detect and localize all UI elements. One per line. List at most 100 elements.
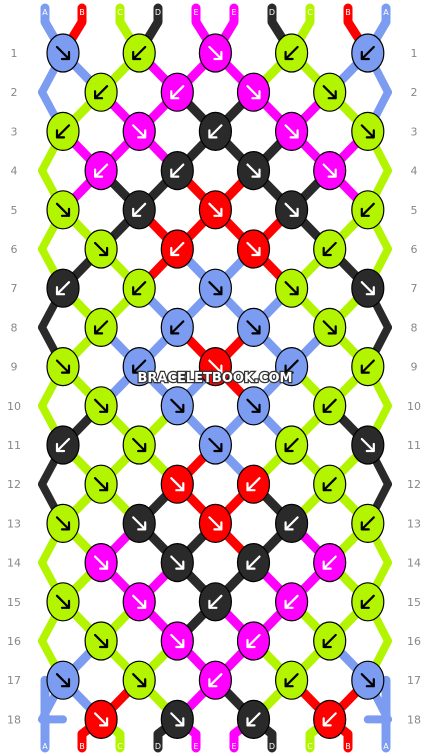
arrow-down-right-icon bbox=[246, 85, 261, 100]
knot bbox=[160, 699, 194, 740]
strand-letter-top: B bbox=[345, 8, 351, 17]
arrow-down-right-icon bbox=[55, 673, 71, 688]
arrow-down-left-icon bbox=[170, 241, 185, 257]
knot bbox=[275, 660, 309, 700]
row-number-right: 8 bbox=[411, 321, 418, 334]
arrow-down-left-icon bbox=[170, 85, 185, 100]
row-number-right: 10 bbox=[407, 400, 421, 413]
arrow-down-left-icon bbox=[132, 281, 147, 296]
arrow-down-right-icon bbox=[132, 124, 147, 139]
row-number-left: 9 bbox=[11, 361, 18, 374]
arrow-down-left-icon bbox=[246, 555, 261, 570]
arrow-down-left-icon bbox=[322, 241, 337, 257]
knot bbox=[160, 307, 194, 347]
arrow-down-right-icon bbox=[322, 320, 337, 335]
arrow-down-left-icon bbox=[322, 477, 337, 492]
arrow-down-left-icon bbox=[284, 673, 299, 688]
knot bbox=[84, 151, 118, 191]
watermark: BRACELETBOOK.COM bbox=[138, 371, 293, 386]
knot bbox=[122, 503, 156, 544]
knot bbox=[160, 72, 194, 112]
knot bbox=[122, 582, 156, 622]
row-number-right: 11 bbox=[407, 439, 421, 452]
arrow-down-left-icon bbox=[360, 516, 375, 531]
knot bbox=[351, 582, 385, 622]
row-number-left: 5 bbox=[11, 204, 18, 217]
strand-letter-bottom: C bbox=[307, 742, 313, 751]
knot bbox=[160, 151, 194, 191]
arrow-down-right-icon bbox=[208, 281, 223, 296]
knot bbox=[46, 190, 80, 230]
knot bbox=[236, 542, 271, 583]
knot bbox=[122, 660, 156, 700]
row-number-right: 18 bbox=[407, 713, 421, 726]
knot bbox=[313, 621, 347, 661]
strand-letter-top: D bbox=[269, 8, 275, 17]
strand-letter-top: D bbox=[155, 8, 161, 17]
knot bbox=[46, 660, 80, 700]
knot bbox=[46, 503, 80, 544]
arrow-down-left-icon bbox=[246, 712, 261, 727]
arrow-down-right-icon bbox=[322, 85, 337, 100]
arrow-down-right-icon bbox=[170, 633, 185, 649]
arrow-down-right-icon bbox=[360, 281, 375, 296]
arrow-down-right-icon bbox=[55, 359, 71, 374]
arrow-down-left-icon bbox=[284, 45, 299, 61]
knot bbox=[122, 190, 156, 230]
row-number-right: 15 bbox=[407, 596, 421, 609]
arrow-down-right-icon bbox=[55, 594, 71, 609]
knot bbox=[198, 347, 232, 387]
knot bbox=[275, 425, 309, 465]
arrow-down-left-icon bbox=[246, 633, 261, 649]
knot bbox=[160, 542, 194, 583]
arrow-down-right-icon bbox=[93, 398, 109, 413]
arrow-down-right-icon bbox=[246, 320, 261, 335]
knot bbox=[160, 621, 194, 661]
row-number-right: 5 bbox=[411, 204, 418, 217]
arrow-down-right-icon bbox=[322, 163, 337, 178]
arrow-down-left-icon bbox=[360, 45, 375, 61]
arrow-down-right-icon bbox=[132, 437, 147, 453]
knot bbox=[313, 699, 347, 740]
arrow-down-left-icon bbox=[208, 673, 223, 688]
arrow-down-left-icon bbox=[55, 281, 71, 296]
arrow-down-left-icon bbox=[93, 85, 109, 100]
row-number-left: 18 bbox=[7, 713, 21, 726]
knot bbox=[198, 33, 232, 73]
knot bbox=[198, 503, 232, 544]
arrow-down-right-icon bbox=[284, 124, 299, 139]
arrow-down-left-icon bbox=[284, 594, 299, 609]
row-number-right: 3 bbox=[411, 125, 418, 138]
arrow-down-left-icon bbox=[132, 359, 147, 374]
arrow-down-left-icon bbox=[360, 594, 375, 609]
arrow-down-right-icon bbox=[208, 437, 223, 453]
arrow-down-right-icon bbox=[93, 555, 109, 570]
knot bbox=[351, 425, 385, 465]
knot bbox=[198, 582, 232, 622]
arrow-down-right-icon bbox=[55, 516, 71, 531]
knot bbox=[160, 386, 194, 426]
knot bbox=[84, 72, 118, 112]
row-number-left: 7 bbox=[11, 282, 18, 295]
arrow-down-left-icon bbox=[322, 398, 337, 413]
row-number-left: 8 bbox=[11, 321, 18, 334]
arrow-down-right-icon bbox=[93, 633, 109, 649]
strand-letter-bottom: E bbox=[231, 742, 236, 751]
row-number-right: 13 bbox=[407, 517, 421, 530]
arrow-down-right-icon bbox=[170, 555, 185, 570]
arrow-down-right-icon bbox=[93, 712, 109, 727]
arrow-down-left-icon bbox=[132, 45, 147, 61]
arrow-down-left-icon bbox=[55, 437, 71, 453]
knot bbox=[46, 582, 80, 622]
knot bbox=[46, 268, 80, 308]
knot bbox=[275, 268, 309, 308]
strand-letter-top: A bbox=[383, 8, 389, 17]
row-number-left: 6 bbox=[11, 243, 18, 256]
strand-letter-top: E bbox=[231, 8, 236, 17]
arrow-down-right-icon bbox=[170, 477, 185, 492]
arrow-down-right-icon bbox=[132, 516, 147, 531]
knot bbox=[236, 229, 271, 269]
arrow-down-right-icon bbox=[55, 45, 71, 61]
